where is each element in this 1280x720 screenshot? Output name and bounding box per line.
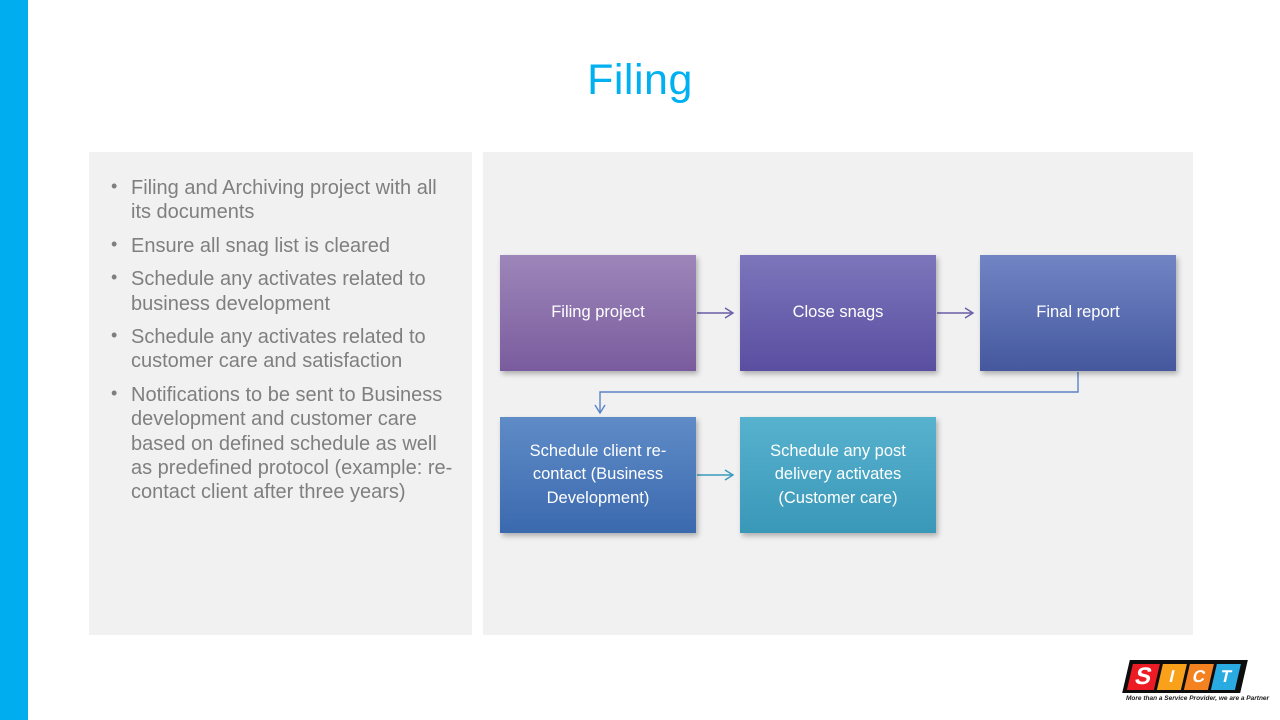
- connector-recontact-to-postdelivery-arrow: [697, 469, 735, 481]
- connector-close-to-final-arrow: [937, 307, 975, 319]
- flowchart-node-schedule-post-delivery: Schedule any post delivery activates (Cu…: [740, 417, 936, 533]
- flowchart-node-filing-project: Filing project: [500, 255, 696, 371]
- connector-final-to-recontact-elbow-arrow: [594, 372, 1079, 415]
- node-label: Schedule any post delivery activates (Cu…: [770, 441, 906, 507]
- bullet-item: Schedule any activates related to custom…: [109, 325, 458, 374]
- bullet-item: Ensure all snag list is cleared: [109, 234, 458, 258]
- logo-letter-i: I: [1156, 663, 1188, 690]
- bullet-list: Filing and Archiving project with all it…: [109, 176, 458, 505]
- flowchart-node-final-report: Final report: [980, 255, 1176, 371]
- flowchart-panel: Filing project Close snags Final report …: [483, 152, 1193, 635]
- slide-title: Filing: [587, 56, 693, 104]
- logo-tagline: More than a Service Provider, we are a P…: [1126, 695, 1270, 702]
- accent-bar: [0, 0, 28, 720]
- node-label: Filing project: [551, 303, 645, 322]
- logo-letter-s: S: [1126, 663, 1161, 690]
- flowchart-node-close-snags: Close snags: [740, 255, 936, 371]
- sict-logo: S I C T More than a Service Provider, we…: [1122, 660, 1270, 702]
- flowchart-node-schedule-client-recontact: Schedule client re-contact (Business Dev…: [500, 417, 696, 533]
- node-label: Final report: [1036, 303, 1120, 322]
- node-label: Close snags: [792, 303, 884, 322]
- bullet-panel: Filing and Archiving project with all it…: [89, 152, 472, 635]
- bullet-item: Schedule any activates related to busine…: [109, 267, 458, 316]
- logo-letter-c: C: [1183, 663, 1215, 690]
- node-label: Schedule client re-contact (Business Dev…: [529, 441, 667, 507]
- logo-letter-t: T: [1210, 663, 1242, 690]
- connector-layer: [594, 307, 1079, 481]
- bullet-item: Filing and Archiving project with all it…: [109, 176, 458, 225]
- connector-filing-to-close-arrow: [697, 307, 735, 319]
- bullet-item: Notifications to be sent to Business dev…: [109, 383, 458, 505]
- sict-logo-mark: S I C T: [1122, 660, 1248, 693]
